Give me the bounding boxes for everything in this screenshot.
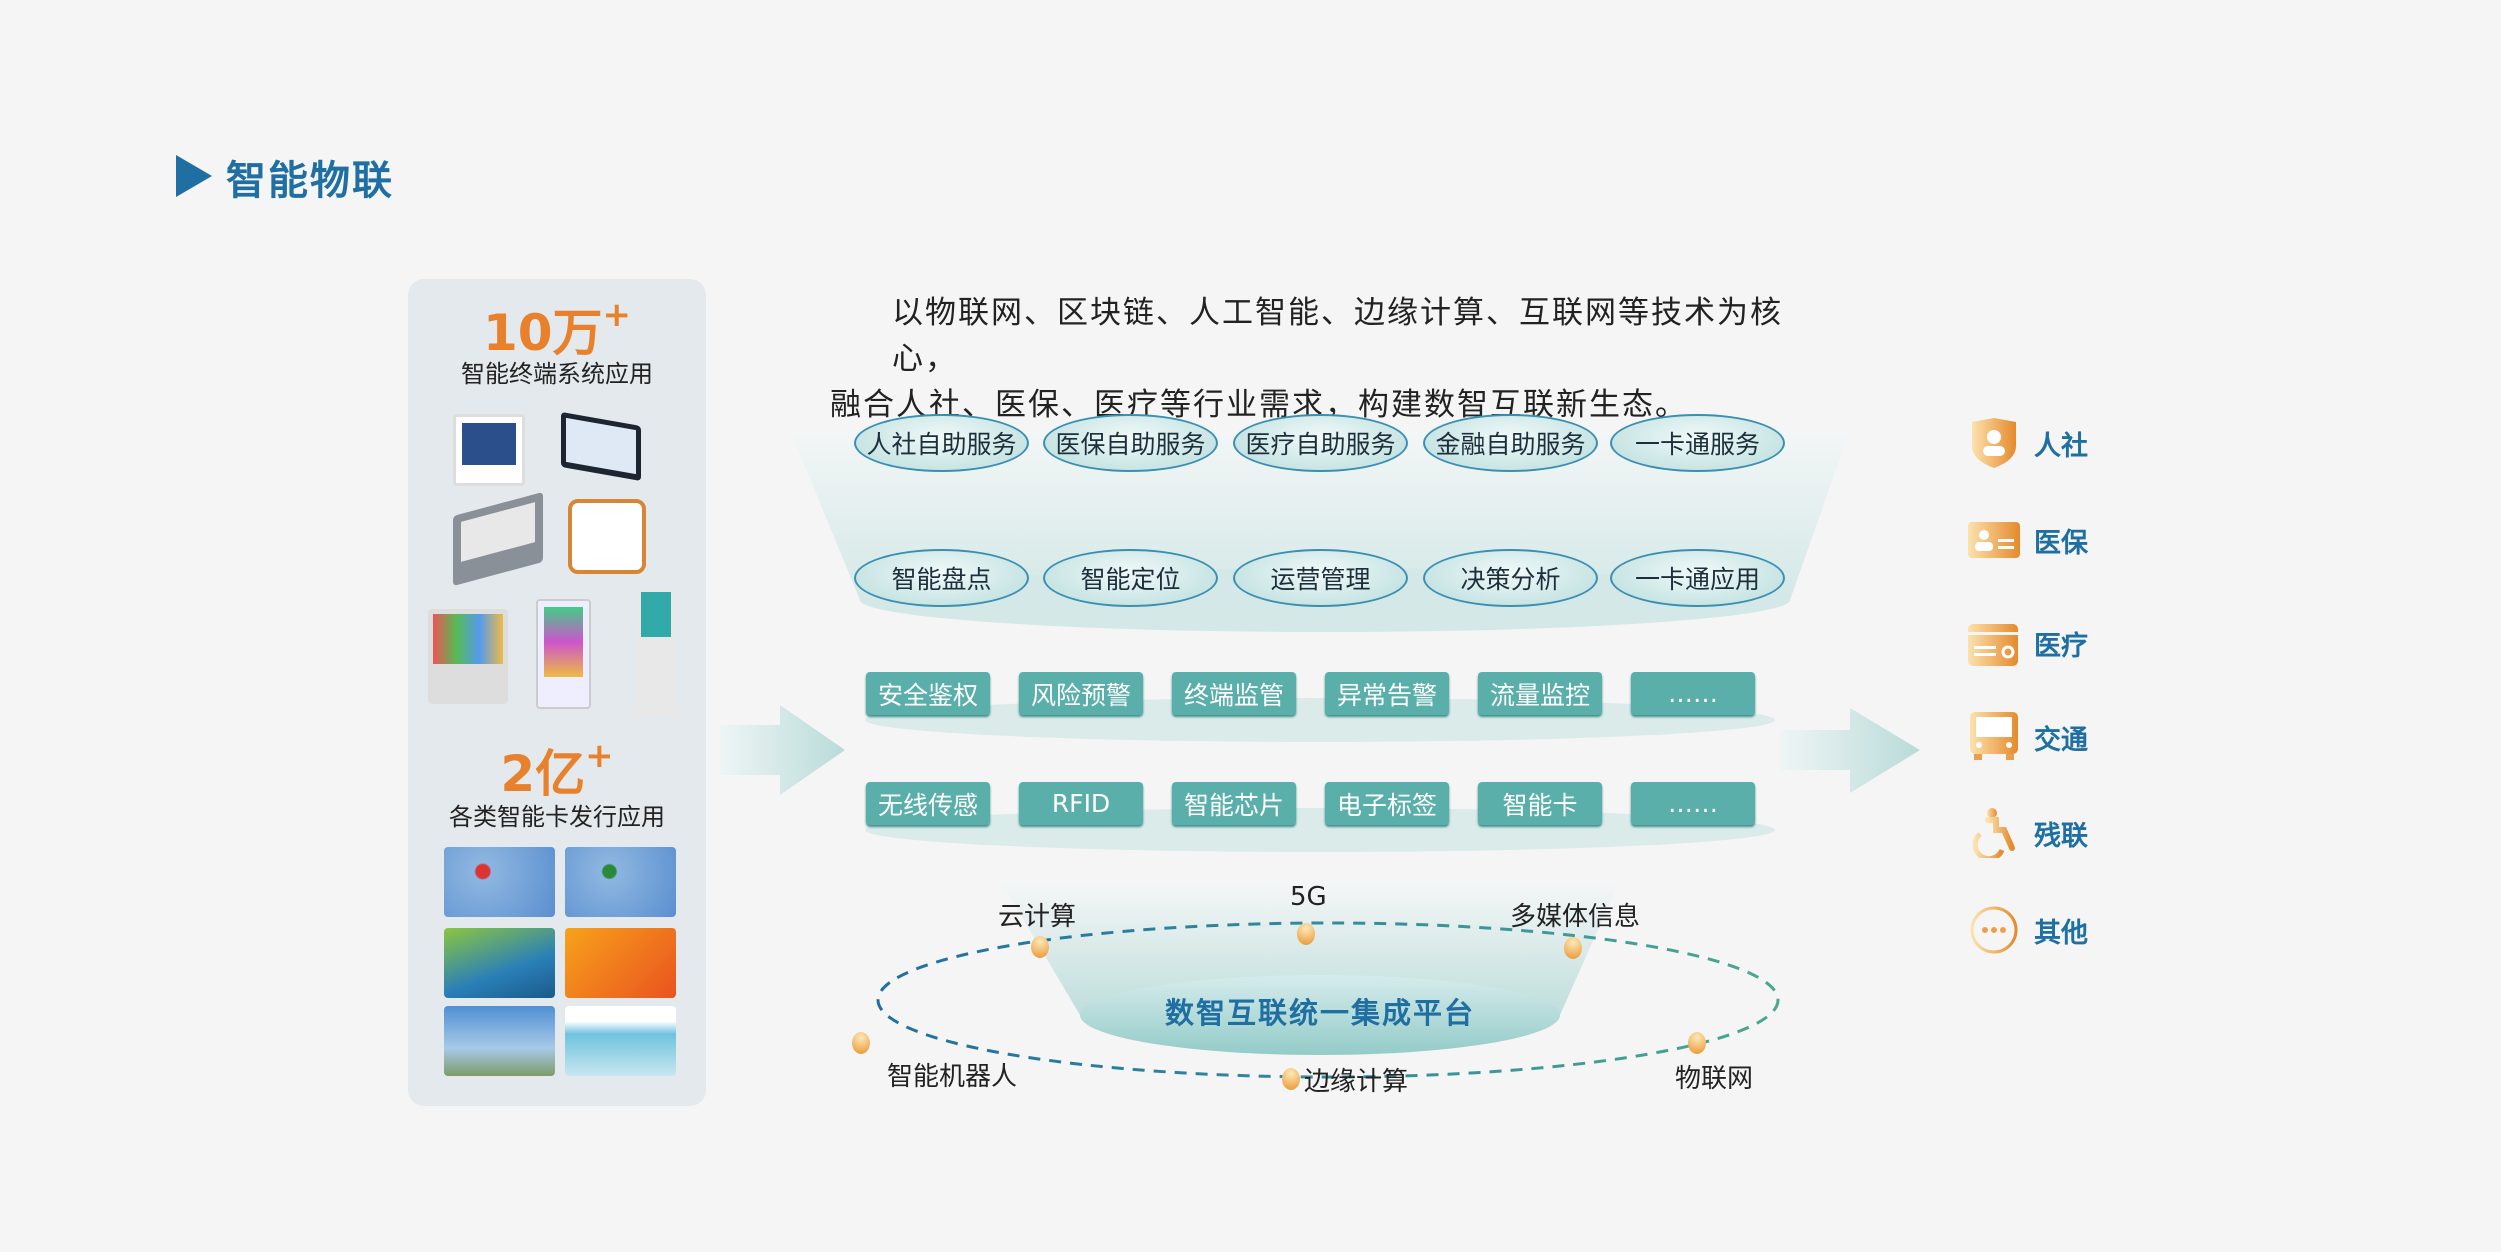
node-dot (1564, 937, 1582, 959)
industry-label: 医疗 (2034, 630, 2088, 662)
node-dot (1688, 1032, 1706, 1054)
service-pill: 人社自助服务 (854, 414, 1029, 472)
device-scanner-image (568, 499, 646, 574)
monitoring-tag: 安全鉴权 (866, 672, 990, 715)
bus-icon (1970, 712, 2018, 760)
platform-ellipse (1080, 975, 1560, 1055)
bank-card-image (565, 928, 676, 998)
application-pill: 智能盘点 (854, 549, 1029, 607)
shield-user-icon (1972, 418, 2016, 468)
application-pill: 一卡通应用 (1610, 549, 1785, 607)
service-pill: 一卡通服务 (1610, 414, 1785, 472)
device-standing-kiosk-image (636, 587, 676, 717)
stat-suffix: + (602, 295, 632, 336)
monitoring-tag: …… (1631, 672, 1755, 715)
stat-cards-label: 各类智能卡发行应用 (449, 803, 665, 831)
platform-funnel (1000, 880, 1620, 1015)
industry-item: 其他 (1968, 905, 2088, 955)
service-pill: 医保自助服务 (1043, 414, 1218, 472)
node-dot (1297, 923, 1315, 945)
stat-cards: 2亿+ (408, 734, 706, 806)
stat-value: 10万 (482, 304, 603, 362)
industry-item: 医保 (1968, 515, 2088, 565)
tech-orbit (876, 921, 1780, 1079)
node-label: 智能机器人 (887, 1062, 1018, 1092)
node-dot (1282, 1068, 1300, 1090)
application-pill: 决策分析 (1423, 549, 1598, 607)
social-security-card-image (444, 847, 555, 917)
application-pill: 智能定位 (1043, 549, 1218, 607)
id-card-icon (1968, 522, 2020, 558)
right-arrow (1780, 708, 1920, 793)
building-card-image (444, 1006, 555, 1076)
industry-label: 其他 (2034, 917, 2088, 949)
industry-item: 残联 (1968, 808, 2088, 858)
sensing-tag: …… (1631, 782, 1755, 825)
industry-label: 医保 (2034, 527, 2088, 559)
sensing-tag: 电子标签 (1325, 782, 1449, 825)
intro-line-1: 以物联网、区块链、人工智能、边缘计算、互联网等技术为核心， (892, 295, 1783, 377)
city-card-image (444, 928, 555, 998)
node-dot (852, 1032, 870, 1054)
service-pill: 医疗自助服务 (1233, 414, 1408, 472)
wheelchair-icon (1972, 808, 2015, 858)
device-kiosk-image (453, 414, 525, 486)
monitoring-tag: 异常告警 (1325, 672, 1449, 715)
device-desktop-terminal-image (428, 609, 508, 704)
left-arrow (720, 705, 845, 795)
title-triangle-icon (176, 155, 212, 197)
sensing-tag: 智能芯片 (1172, 782, 1296, 825)
industry-label: 交通 (2034, 724, 2088, 756)
industry-label: 人社 (2034, 430, 2088, 462)
service-pill: 金融自助服务 (1423, 414, 1598, 472)
resident-card-image (565, 847, 676, 917)
health-card-image (565, 1006, 676, 1076)
stat-terminals-label: 智能终端系统应用 (461, 360, 653, 388)
sensing-tag: RFID (1019, 782, 1143, 825)
monitoring-tag: 风险预警 (1019, 672, 1143, 715)
sensing-tag: 无线传感 (866, 782, 990, 825)
stat-terminals: 10万+ (408, 293, 706, 365)
monitoring-tag: 流量监控 (1478, 672, 1602, 715)
stat-value: 2亿 (500, 745, 586, 803)
industry-item: 交通 (1968, 712, 2088, 762)
industry-item: 人社 (1968, 418, 2088, 468)
monitoring-tag: 终端监管 (1172, 672, 1296, 715)
node-label: 物联网 (1675, 1064, 1754, 1094)
industry-label: 残联 (2034, 820, 2088, 852)
node-label: 5G (1290, 882, 1327, 912)
medical-calendar-icon (1968, 624, 2018, 666)
node-label: 云计算 (998, 902, 1077, 932)
left-panel: 10万+ 智能终端系统应用 2亿+ 各类智能卡发行应用 (408, 279, 706, 1106)
application-pill: 运营管理 (1233, 549, 1408, 607)
node-label: 多媒体信息 (1510, 902, 1641, 932)
node-label: 边缘计算 (1304, 1067, 1409, 1097)
platform-title: 数智互联统一集成平台 (1164, 996, 1475, 1030)
more-icon (1970, 906, 2018, 954)
stat-suffix: + (585, 736, 614, 777)
industry-item: 医疗 (1968, 618, 2088, 668)
node-dot (1031, 936, 1049, 958)
device-wall-terminal-image (536, 599, 591, 709)
page-title: 智能物联 (226, 158, 394, 204)
sensing-tag: 智能卡 (1478, 782, 1602, 825)
